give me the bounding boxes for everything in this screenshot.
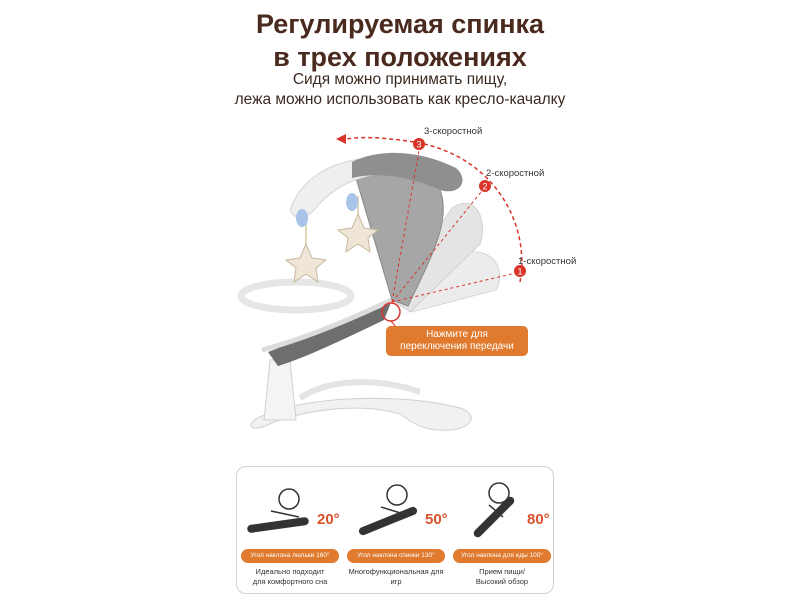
marker-1-number: 1 bbox=[517, 267, 522, 277]
callout-line-2: переключения передачи bbox=[400, 341, 514, 352]
seat-bar-icon bbox=[247, 517, 309, 533]
speed-2-label: 2-скоростной bbox=[486, 168, 545, 179]
description-line-1: Идеально подходит bbox=[255, 567, 325, 576]
marker-2-number: 2 bbox=[482, 182, 487, 192]
seat-bar-icon bbox=[473, 496, 515, 538]
baby-head-icon bbox=[386, 484, 408, 506]
ray-position-3 bbox=[391, 144, 421, 303]
canopy-shade bbox=[352, 152, 463, 192]
product-illustration: 3 2 1 bbox=[237, 134, 526, 431]
seat-frame bbox=[261, 293, 402, 353]
baby-body-icon bbox=[270, 510, 300, 518]
subheadline-line-2: лежа можно использовать как кресло-качал… bbox=[234, 91, 566, 108]
gear-switch-callout: Нажмите для переключения передачи bbox=[386, 326, 528, 356]
speed-3-label: 3-скоростной bbox=[424, 126, 483, 137]
description-line-1: Многофункциональная для игр bbox=[348, 567, 444, 586]
tray-ring bbox=[237, 278, 355, 314]
angle-badge: Угол наклона для еды 100° bbox=[453, 549, 551, 563]
recline-diagram-sleep bbox=[247, 488, 309, 533]
marker-3 bbox=[413, 138, 425, 150]
position-card-sleep: 20° Угол наклона люльки 160° Идеально по… bbox=[237, 467, 343, 595]
recline-diagram-eat bbox=[473, 482, 515, 538]
marker-2 bbox=[479, 180, 491, 192]
baby-swing-drawing: 3 2 1 bbox=[237, 134, 526, 431]
angle-label: 50° bbox=[425, 511, 448, 528]
marker-1 bbox=[514, 265, 526, 277]
star-toy-1 bbox=[284, 242, 328, 284]
angle-label: 20° bbox=[317, 511, 340, 528]
position-description: Многофункциональная для игр bbox=[343, 567, 449, 587]
headline-line-1: Регулируемая спинка bbox=[255, 9, 545, 39]
description-line-2: Высокий обзор bbox=[475, 577, 529, 586]
callout-line-1: Нажмите для bbox=[426, 329, 488, 340]
base-arc bbox=[298, 379, 421, 401]
moon-toy-2 bbox=[346, 193, 358, 211]
description-line-1: Прием пищи/ bbox=[479, 567, 525, 576]
swing-base bbox=[250, 397, 472, 431]
headline-line-2: в трех положениях bbox=[273, 42, 527, 72]
speed-1-label: 1-скоростной bbox=[518, 256, 577, 267]
position-description: Идеально подходит для комфортного сна bbox=[237, 567, 343, 587]
position-card-play: 50° Угол наклона спинки 130° Многофункци… bbox=[343, 467, 449, 595]
subheadline: Сидя можно принимать пищу, лежа можно ис… bbox=[0, 70, 800, 110]
baby-head-icon bbox=[488, 482, 510, 504]
positions-panel: 20° Угол наклона люльки 160° Идеально по… bbox=[236, 466, 554, 594]
position-description: Прием пищи/ Высокий обзор bbox=[449, 567, 555, 587]
seat-bar-icon bbox=[358, 506, 418, 536]
arc-arrowhead bbox=[336, 134, 346, 144]
headline: Регулируемая спинка в трех положениях bbox=[0, 8, 800, 74]
recline-diagram-play bbox=[358, 484, 418, 536]
marker-3-number: 3 bbox=[416, 140, 421, 150]
baby-head-icon bbox=[278, 488, 300, 510]
description-line-2: для комфортного сна bbox=[252, 577, 328, 586]
position-card-eat: 80° Угол наклона для еды 100° Прием пищи… bbox=[449, 467, 555, 595]
ray-position-2 bbox=[391, 185, 487, 303]
support-pillar bbox=[263, 359, 297, 421]
subheadline-line-1: Сидя можно принимать пищу, bbox=[292, 71, 508, 88]
angle-label: 80° bbox=[527, 511, 550, 528]
moon-toy-1 bbox=[296, 209, 308, 227]
angle-badge: Угол наклона люльки 160° bbox=[241, 549, 339, 563]
angle-badge: Угол наклона спинки 130° bbox=[347, 549, 445, 563]
star-toy-2 bbox=[336, 212, 380, 254]
ray-position-1 bbox=[391, 271, 521, 303]
